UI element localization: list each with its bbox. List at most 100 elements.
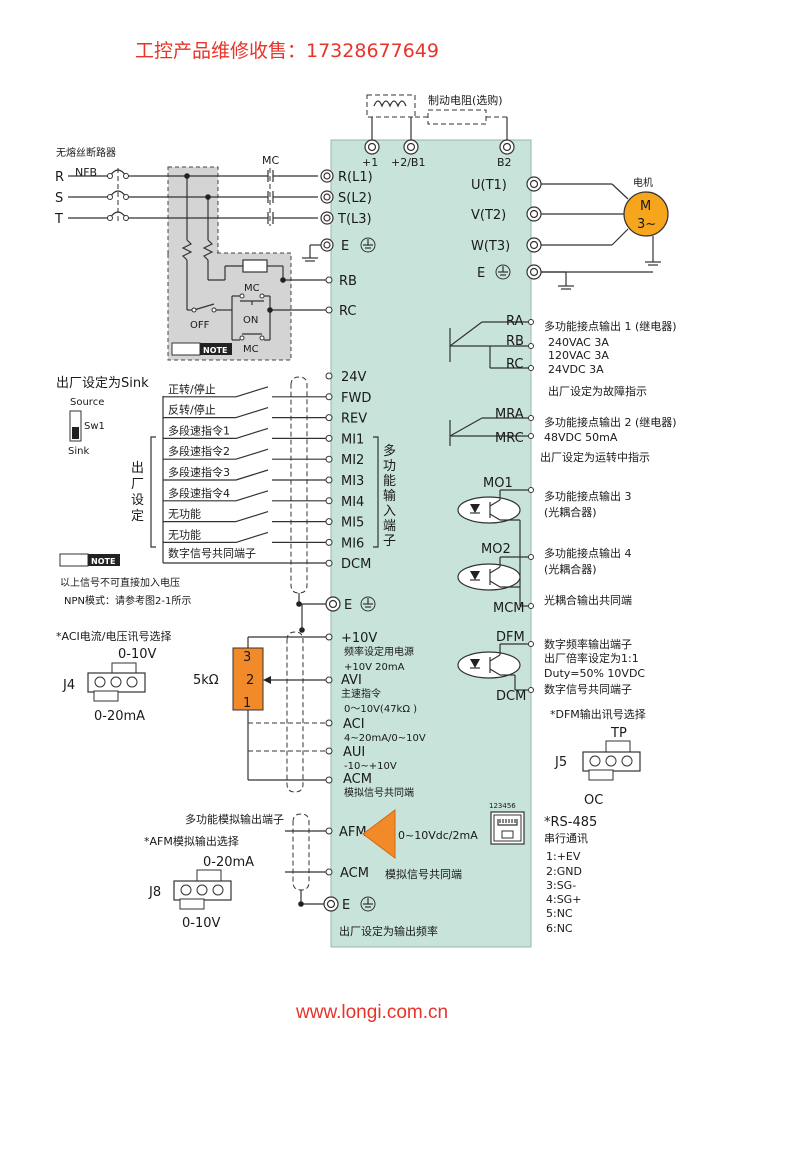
terminal-w-inner [529,240,539,250]
label-w: W(T3) [471,239,510,254]
j8-bottom: 0-10V [182,916,221,931]
label-plus2-b1: +2/B1 [391,156,425,169]
group-v-6: 端 [383,519,396,534]
rs485-pin-6: 6:NC [546,922,573,935]
input-label-mi6: 无功能 [168,527,201,541]
terminal-e-input-inner [323,241,331,249]
label-rev-terminal: REV [341,412,367,427]
label-mo2: MO2 [481,542,511,557]
terminal-rb [528,343,534,349]
terminal-aci [325,719,333,727]
inputs-default-title: 出厂设定为Sink [56,376,149,391]
terminal-rb-ctrl [325,276,333,284]
afm-amplifier-icon [362,809,396,859]
label-mi3-terminal: MI3 [341,474,364,489]
mo2-desc: 多功能接点输出 4 [544,546,632,560]
mo2-sub: (光耦合器) [544,562,597,576]
terminal-ra [528,319,534,325]
terminal-aui [325,747,333,755]
afm-range: 0~10Vdc/2mA [398,829,478,842]
potentiometer [232,647,264,711]
nfb-label: NFB [75,166,97,179]
mcm-desc: 光耦合输出共同端 [544,593,632,607]
j8-top: 0-20mA [203,855,254,870]
label-e-input: E [341,239,349,254]
input-label-fwd: 正转/停止 [168,382,216,396]
label-mo1: MO1 [483,476,513,491]
input-switch-blade [235,448,269,460]
brake-resistor: 制动电阻(选购) [366,93,508,142]
shield-loop-afm [292,813,310,891]
note-line-2: NPN模式：请参考图2-1所示 [64,594,191,607]
label-mi6-terminal: MI6 [341,536,364,551]
mc-label: MC [262,154,279,167]
earth-icon-bottom [360,896,376,912]
phase-s: S [55,191,63,206]
relay1-rating-1: 240VAC 3A [548,336,609,349]
label-ra: RA [506,314,524,329]
relay-mc1: MC [244,283,260,294]
group-v-2: 功 [383,459,396,474]
label-mrc: MRC [495,431,524,446]
relay1-rating-2: 120VAC 3A [548,349,609,362]
label-fwd-terminal: FWD [341,391,371,406]
motor-m: M [640,199,651,214]
terminal-rev [325,414,333,422]
terminal-e-bottom-inner [326,899,336,909]
terminal-b2-inner [502,142,512,152]
label-mi1-terminal: MI1 [341,432,364,447]
phase-t: T [54,212,63,227]
relay1-title: 多功能接点输出 1 (继电器) [544,319,677,333]
terminal-acm [325,776,333,784]
terminal-mo1 [528,487,534,493]
rs485-pin-numbers: 123456 [489,802,516,810]
factory-bracket [150,436,156,548]
p10v-desc-1: 频率设定用电源 [344,645,414,658]
rs485-pin-3: 3:SG- [546,879,576,892]
terminal-dcm-dfm [528,687,534,693]
motor-phase: 3~ [637,217,656,232]
relay-off: OFF [190,320,210,331]
label-afm: AFM [339,825,367,840]
label-10v: +10V [341,631,377,646]
acm-desc: 模拟信号共同端 [344,786,414,799]
terminal-dcm [325,559,333,567]
label-dfm: DFM [496,630,525,645]
factory-v-2: 厂 [131,477,144,492]
dfm-line-2: 出厂倍率设定为1:1 [544,651,639,665]
mo1-desc: 多功能接点输出 3 [544,489,632,503]
switch-source: Source [70,397,104,408]
input-label-mi5: 无功能 [168,507,201,521]
j5-oc: OC [584,793,603,808]
relay2-title: 多功能接点输出 2 (继电器) [544,415,677,429]
dfm-optocoupler [457,643,531,691]
relay1-rating-3: 24VDC 3A [548,363,604,376]
input-label-mi2: 多段速指令2 [168,444,230,458]
digital-input-rows: 24VFWD正转/停止REV反转/停止MI1多段速指令1MI2多段速指令2MI3… [163,370,371,572]
label-rb: RB [339,274,357,289]
earth-icon-output [495,264,511,280]
terminal-mrc [528,433,534,439]
input-label-mi4: 多段速指令4 [168,486,230,500]
label-rb-out: RB [506,334,524,349]
input-switch-blade [235,469,269,481]
terminal-mi2 [325,455,333,463]
input-switch-blade [235,407,269,419]
mo2-optocoupler [457,556,531,607]
terminal-mi3 [325,476,333,484]
terminal-rl1-inner [323,172,331,180]
label-mi2-terminal: MI2 [341,453,364,468]
note-pencil-icon [171,342,201,356]
terminal-v-inner [529,209,539,219]
breaker-label: 无熔丝断路器 [56,146,116,159]
relay2-default: 出厂设定为运转中指示 [540,450,650,464]
afm-title: 多功能模拟输出端子 [185,812,284,826]
mo1-optocoupler [457,489,531,606]
factory-v-3: 设 [131,493,144,508]
pot-value: 5kΩ [193,673,219,688]
pot-pin-2: 2 [246,673,254,688]
ground-symbol-input [302,244,321,262]
factory-v-1: 出 [131,461,144,476]
dfm-line-4: 数字信号共同端子 [544,682,632,696]
input-switch-blade [235,386,269,398]
